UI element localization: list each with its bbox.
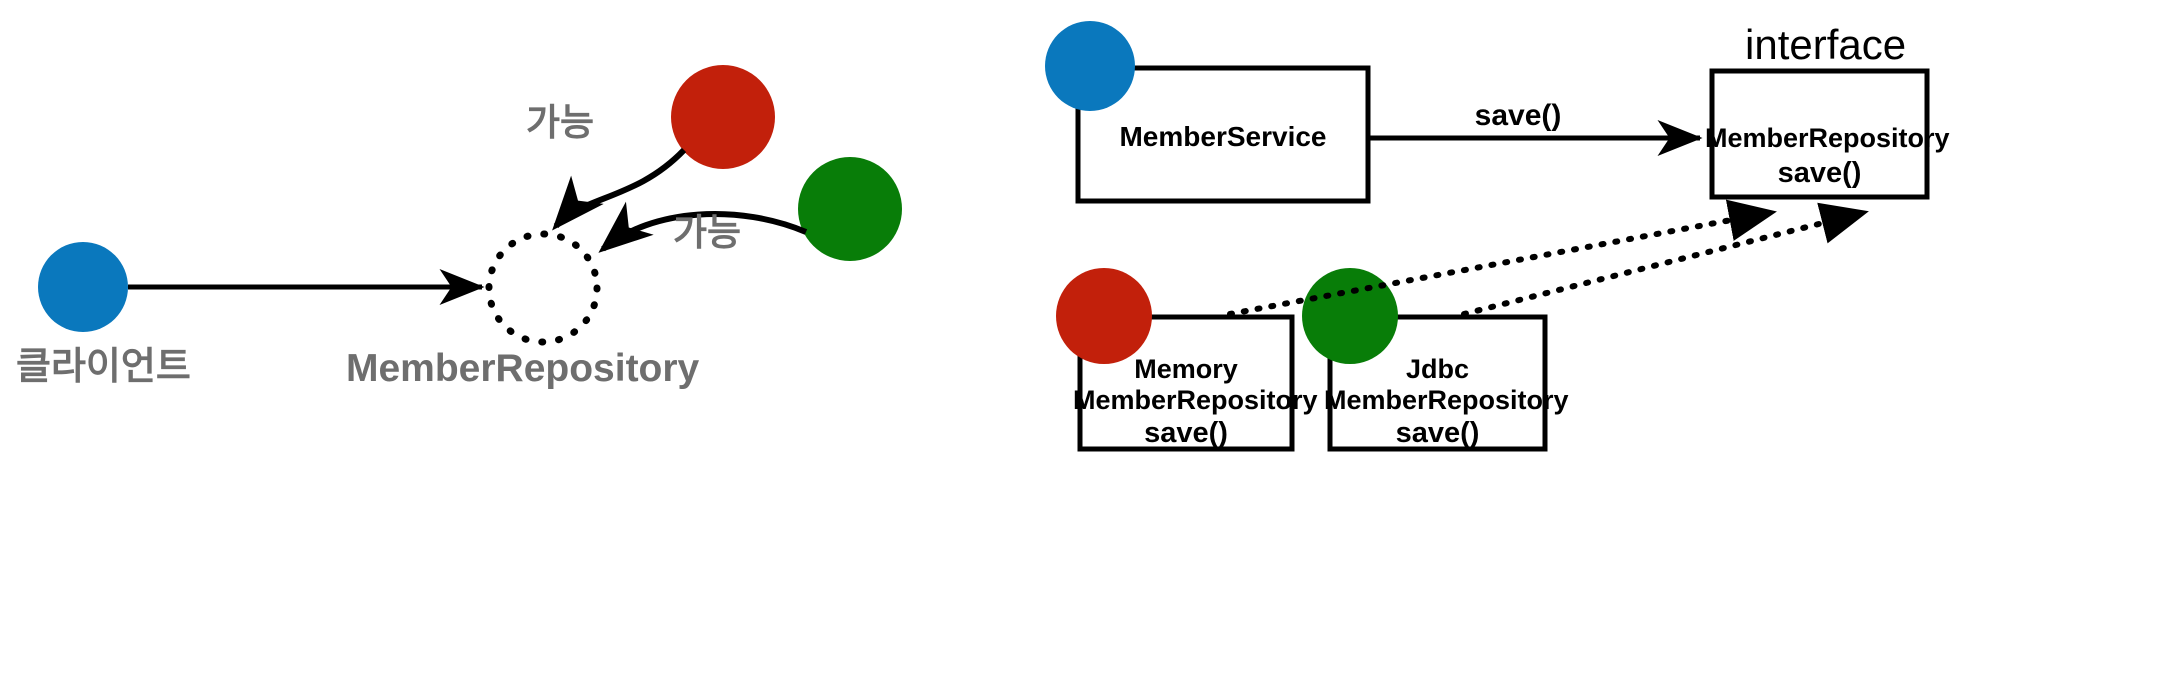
- memory-realization-arrow: [1227, 199, 1777, 317]
- member-repository-title: MemberRepository: [1705, 123, 1950, 153]
- jdbc-member-repository-title-line1: Jdbc: [1405, 354, 1470, 384]
- memory-member-repository-title-line2: MemberRepository: [1073, 385, 1318, 415]
- member-repository-method: save(): [1777, 157, 1862, 189]
- edge-label-possible-1: 가능: [526, 102, 595, 143]
- memory-member-repository-circle: [1056, 268, 1152, 364]
- jdbc-member-repository-title-line2: MemberRepository: [1324, 385, 1569, 415]
- member-repository-box: [1709, 68, 1930, 200]
- save-call-edge-label: save(): [1474, 99, 1562, 132]
- memory-member-repository-method: save(): [1144, 417, 1228, 449]
- member-service-title: MemberService: [1119, 121, 1327, 152]
- edge-label-possible-2: 가능: [673, 212, 742, 253]
- client-circle: [38, 242, 128, 332]
- interface-stereotype-label: interface: [1745, 21, 1907, 68]
- client-label: 클라이언트: [16, 346, 191, 388]
- jdbc-member-repository-circle: [1302, 268, 1398, 364]
- jdbc-impl-circle: [798, 157, 902, 261]
- jdbc-realization-arrow: [1461, 202, 1869, 317]
- jdbc-member-repository-method: save(): [1395, 417, 1480, 449]
- jdbc-impl-to-abstraction-arrow: [598, 201, 808, 253]
- memory-member-repository-title-line1: Memory: [1134, 354, 1238, 384]
- abstraction-label: MemberRepository: [346, 347, 700, 390]
- member-service-circle: [1045, 21, 1135, 111]
- memory-impl-circle: [671, 65, 775, 169]
- memory-impl-to-abstraction-arrow: [552, 147, 687, 231]
- abstraction-dotted-circle: [485, 230, 601, 346]
